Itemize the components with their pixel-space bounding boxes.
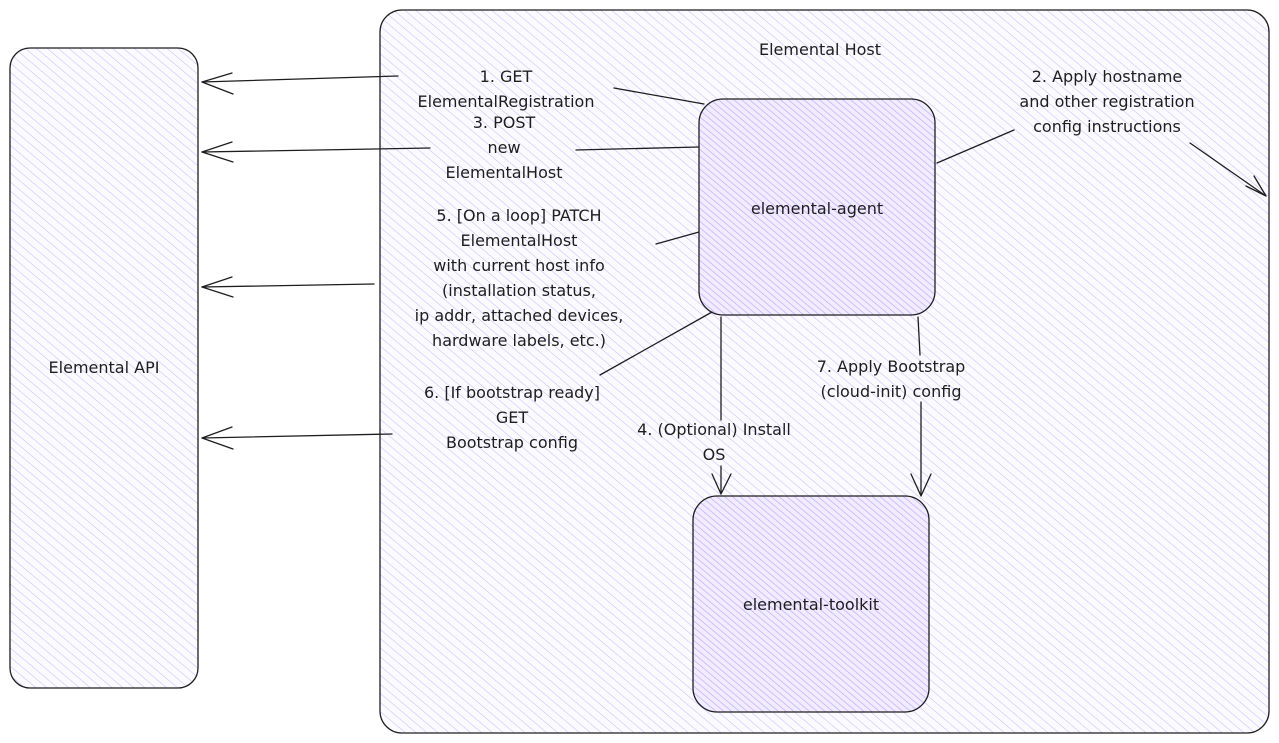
step2-line-3: config instructions xyxy=(1033,117,1181,136)
step4-line-2: OS xyxy=(702,445,726,464)
step5-label: 5. [On a loop] PATCH ElementalHost with … xyxy=(415,203,624,353)
step3-line-3: ElementalHost xyxy=(445,163,563,182)
elemental-api-label: Elemental API xyxy=(48,358,160,377)
step3-line-1: 3. POST xyxy=(472,113,536,132)
arrow-step3 xyxy=(201,141,700,163)
step7-label: 7. Apply Bootstrap (cloud-init) config xyxy=(817,354,966,404)
elemental-toolkit-box xyxy=(692,495,930,713)
arrow-step4 xyxy=(711,316,732,495)
step2-line-2: and other registration xyxy=(1019,92,1195,111)
step1-label: 1. GET ElementalRegistration xyxy=(418,64,595,114)
arrow-step7 xyxy=(910,316,932,497)
step4-line-1: 4. (Optional) Install xyxy=(637,420,791,439)
elemental-host-label: Elemental Host xyxy=(758,40,882,59)
step5-line-2: ElementalHost xyxy=(460,231,578,250)
step6-label: 6. [If bootstrap ready] GET Bootstrap co… xyxy=(424,380,600,455)
elemental-agent-label: elemental-agent xyxy=(750,199,884,218)
step1-line-1: 1. GET xyxy=(479,67,533,86)
arrow-step1 xyxy=(201,72,705,105)
arrow-step5 xyxy=(201,231,700,298)
step2-label: 2. Apply hostname and other registration… xyxy=(1019,64,1194,139)
elemental-agent-box xyxy=(698,98,936,316)
arrow-step2 xyxy=(936,129,1267,197)
step7-line-1: 7. Apply Bootstrap xyxy=(816,357,966,376)
step3-line-2: new xyxy=(487,138,521,157)
elemental-toolkit-label: elemental-toolkit xyxy=(742,595,880,614)
elemental-host-box xyxy=(379,9,1270,734)
step2-line-1: 2. Apply hostname xyxy=(1031,67,1183,86)
step1-line-2: ElementalRegistration xyxy=(417,92,595,111)
step7-line-2: (cloud-init) config xyxy=(820,382,962,401)
step5-line-6: hardware labels, etc.) xyxy=(432,331,606,350)
step4-label: 4. (Optional) Install OS xyxy=(637,417,791,467)
step6-line-3: Bootstrap config xyxy=(445,433,579,452)
step6-line-2: GET xyxy=(495,408,529,427)
elemental-api-box xyxy=(9,47,199,689)
step5-line-4: (installation status, xyxy=(442,281,596,300)
step6-line-1: 6. [If bootstrap ready] xyxy=(423,383,601,402)
step5-line-1: 5. [On a loop] PATCH xyxy=(436,206,602,225)
arrow-step6 xyxy=(201,311,713,450)
step3-label: 3. POST new ElementalHost xyxy=(446,110,563,185)
step5-line-5: ip addr, attached devices, xyxy=(414,306,624,325)
step5-line-3: with current host info xyxy=(433,256,605,275)
